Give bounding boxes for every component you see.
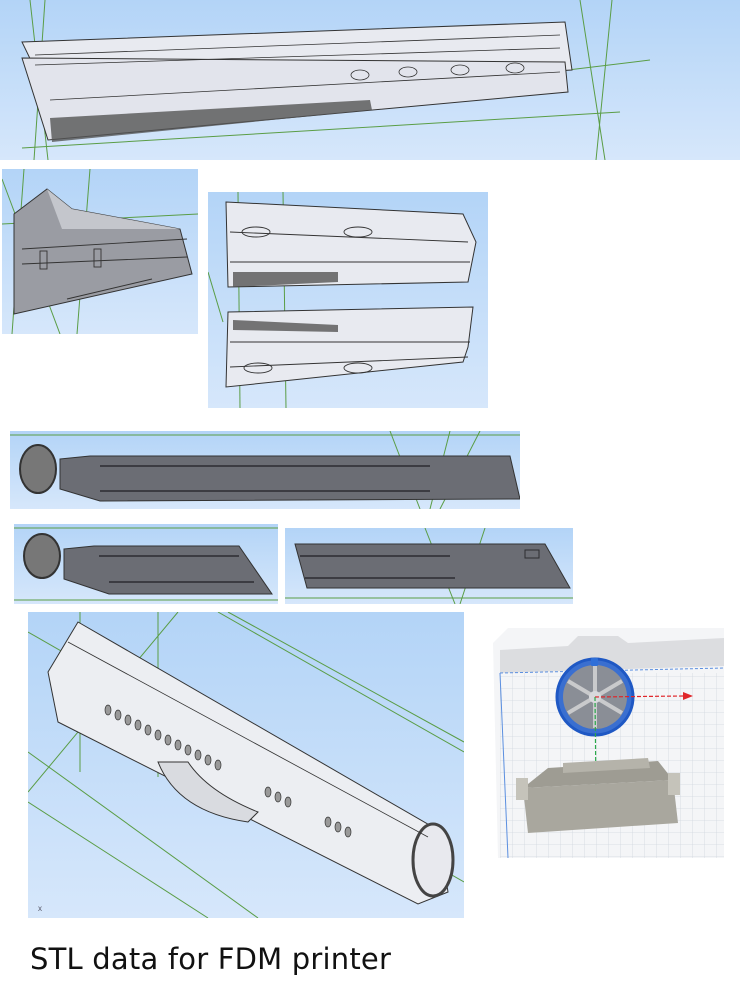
collage-caption: STL data for FDM printer bbox=[30, 942, 392, 976]
slicer-drawing bbox=[493, 628, 724, 858]
wing-halves-drawing bbox=[208, 192, 477, 408]
tail-fin-render bbox=[2, 169, 198, 334]
floor-plate-rear-drawing bbox=[285, 528, 573, 604]
z-handle-icon[interactable] bbox=[591, 658, 598, 666]
wing-pair-drawing bbox=[21, 0, 651, 160]
floor-plate-front-drawing bbox=[14, 527, 278, 601]
x-axis-arrow-icon[interactable] bbox=[683, 692, 693, 700]
floor-plate-front-render bbox=[14, 524, 278, 604]
floor-plate-full-render bbox=[10, 431, 520, 509]
tail-fin-drawing bbox=[2, 169, 198, 334]
axis-x-label: x bbox=[38, 904, 42, 913]
wing-halves-render bbox=[208, 192, 488, 408]
floor-plate-full-drawing bbox=[10, 431, 520, 509]
floor-plate-rear-render bbox=[285, 528, 573, 604]
wing-pair-render bbox=[0, 0, 740, 160]
fuselage-iso-drawing bbox=[28, 612, 464, 918]
floor-part-on-bed[interactable] bbox=[516, 758, 680, 833]
fuselage-iso-render: x bbox=[28, 612, 464, 918]
slicer-build-plate-view bbox=[488, 628, 724, 858]
